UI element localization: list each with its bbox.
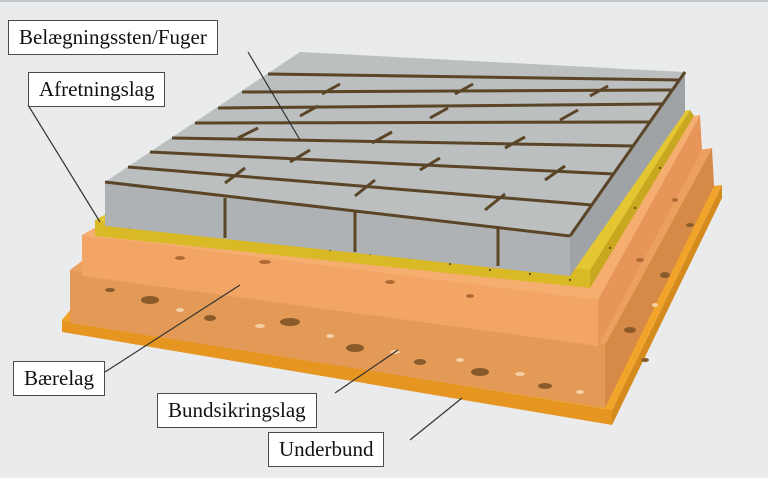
label-belaegningssten-fuger: Belægningssten/Fuger [8,20,218,55]
paver-top-face [105,52,685,236]
label-baerelag: Bærelag [13,361,105,396]
paver-layer [104,52,687,276]
leader-afretningslag [27,104,101,223]
label-underbund: Underbund [268,432,385,467]
label-bundsikringslag: Bundsikringslag [157,393,317,428]
label-afretningslag: Afretningslag [28,72,166,107]
leader-belaegningssten [247,51,301,141]
leader-bundsikringslag [334,349,399,394]
paver-front-face [105,182,570,276]
paver-joints [104,71,687,266]
leader-baerelag [104,284,241,373]
leader-underbund [409,397,463,441]
paver-side-face [570,72,685,276]
leader-lines [27,51,463,441]
